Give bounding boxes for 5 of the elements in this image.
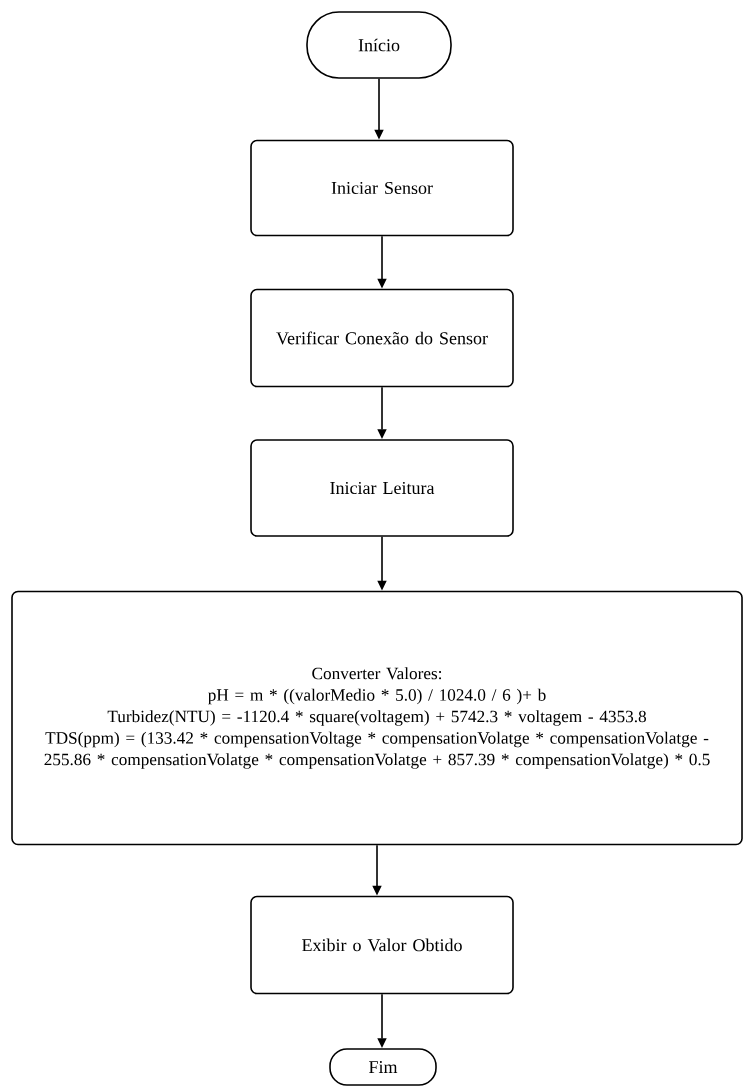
process-box: Iniciar Sensor [250,139,514,237]
process-box: Verificar Conexão do Sensor [250,288,514,388]
process-box: Converter Valores: pH = m * ((valorMedio * 5.0) / 1024.0 / 6 )+ b Turbidez(NTU) = -1120.4 * square(voltagem) + 5742.3 * voltagem - 4353.8 TDS(ppm) = (133.42 * compensationVoltage * compensationVolatge * compensationVolatge - 255.86 * compensationVolatge * compensationVolatge + 857.39 * compensationVolatge) * 0.5 [11,590,743,846]
process-box: Exibir o Valor Obtido [250,895,514,995]
process-box: Iniciar Leitura [250,439,514,537]
